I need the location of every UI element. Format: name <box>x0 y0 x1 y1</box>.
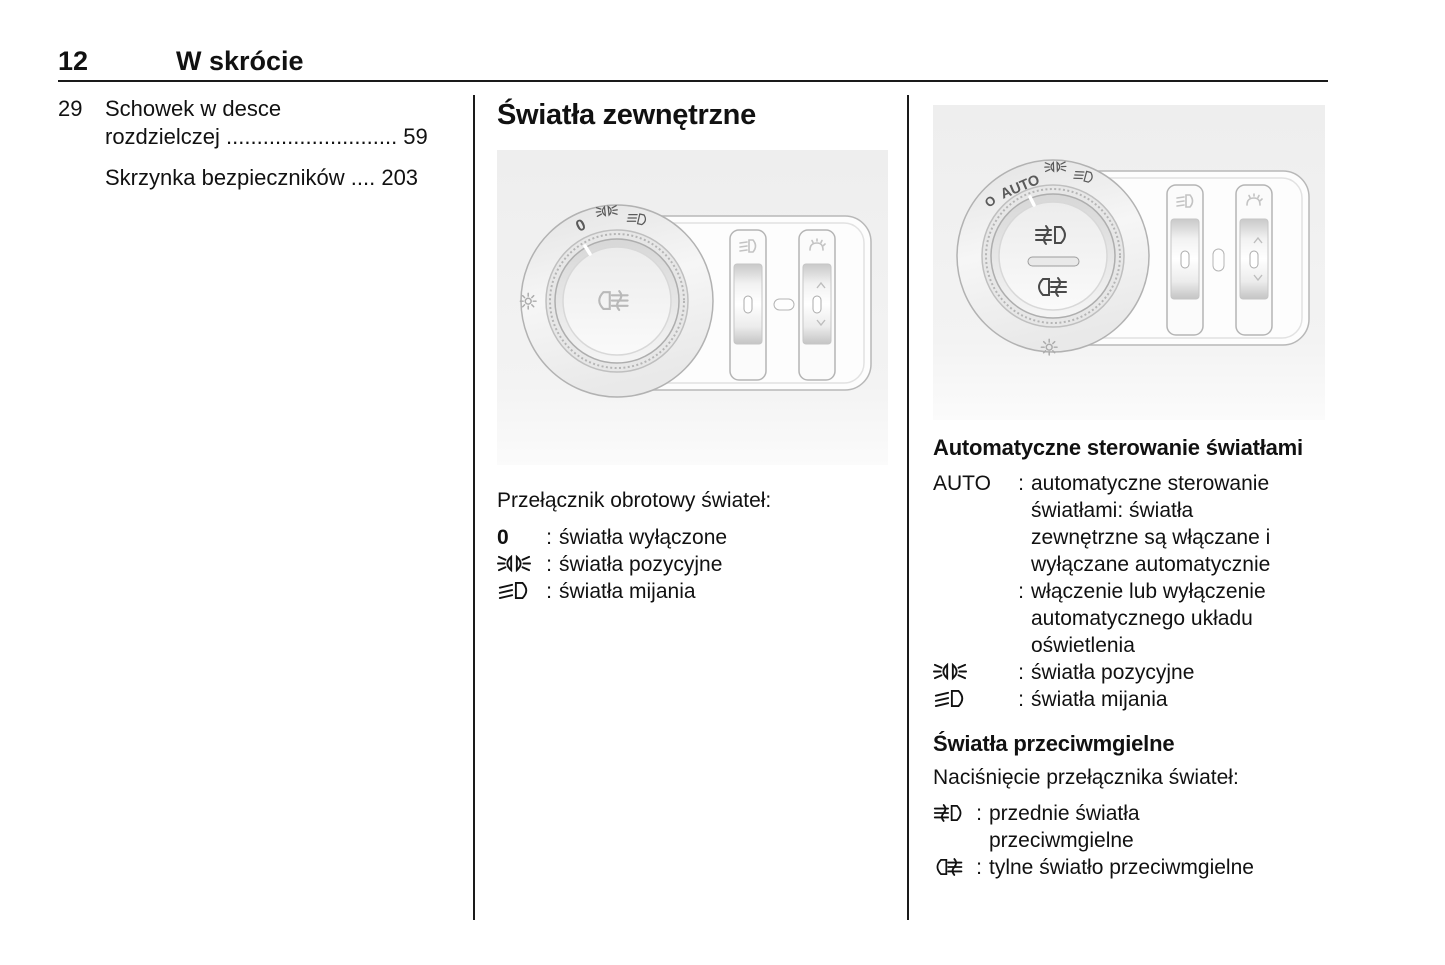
index-entry: Skrzynka bezpieczników .... 203 <box>58 164 450 192</box>
def-term <box>497 578 539 600</box>
rotary-switch-intro: Przełącznik obrotowy świateł: <box>497 489 772 512</box>
def-text: światła mijania <box>559 580 696 603</box>
def-colon: : <box>976 802 982 825</box>
column-divider <box>907 95 909 920</box>
rear-fog-icon <box>936 858 963 876</box>
auto-light-switch-figure: O AUTO <box>933 105 1325 420</box>
parking-lights-icon <box>933 663 967 680</box>
fog-lights-heading: Światła przeciwmgielne <box>933 731 1175 756</box>
low-beam-icon <box>934 690 964 707</box>
column-divider <box>473 95 475 920</box>
illumination-thumbwheel <box>1235 184 1273 336</box>
leveling-thumbwheel <box>1166 184 1204 336</box>
def-term <box>497 551 539 573</box>
page-number: 12 <box>58 46 89 76</box>
def-text: światła pozycyjne <box>1031 661 1195 684</box>
def-row: : światła mijania <box>497 578 888 605</box>
leveling-thumbwheel <box>729 229 767 381</box>
index-entry: 29 Schowek w desce rozdzielczej ........… <box>58 95 450 151</box>
def-term <box>933 686 1011 708</box>
def-term <box>933 800 969 823</box>
exterior-lights-column: Światła zewnętrzne 0 <box>497 95 888 605</box>
fog-lights-definitions: : przednie światła przeciwmgielne : tyln… <box>933 800 1325 881</box>
def-colon: : <box>546 553 552 576</box>
panel-slot <box>773 298 795 311</box>
def-text: przednie światła przeciwmgielne <box>989 802 1140 852</box>
rotary-switch-definitions: 0 : światła wyłączone : światła pozycyjn… <box>497 524 888 605</box>
def-term: AUTO <box>933 472 991 495</box>
entry-text: Skrzynka bezpieczników .... 203 <box>105 165 419 190</box>
knob-indicator-notch <box>1028 195 1036 207</box>
def-row: 0 : światła wyłączone <box>497 524 888 551</box>
def-colon: : <box>1018 580 1024 603</box>
def-colon: : <box>1018 661 1024 684</box>
def-term <box>933 854 969 877</box>
def-term <box>933 659 1011 681</box>
illumination-thumbwheel <box>798 229 836 381</box>
def-row: : światła mijania <box>933 686 1325 713</box>
def-text: automatyczne sterowanie światłami: świat… <box>1031 472 1271 576</box>
knob-push-slot <box>1027 256 1080 267</box>
entry-ref <box>58 164 105 192</box>
panel-slot <box>1212 248 1225 272</box>
parking-lights-icon <box>497 555 531 572</box>
def-text: światła pozycyjne <box>559 553 723 576</box>
front-fog-icon <box>933 804 962 822</box>
def-row: : światła pozycyjne <box>933 659 1325 686</box>
def-row: : włączenie lub wyłączenie automatyczneg… <box>933 578 1325 659</box>
def-row: : przednie światła przeciwmgielne <box>933 800 1325 854</box>
auto-lighting-heading: Automatyczne sterowanie światłami <box>933 435 1303 460</box>
def-text: tylne światło przeciwmgielne <box>989 856 1254 879</box>
def-text: światła mijania <box>1031 688 1168 711</box>
auto-lighting-definitions: AUTO : automatyczne sterowanie światłami… <box>933 470 1325 713</box>
entry-text: Schowek w desce rozdzielczej ...........… <box>105 96 428 149</box>
auto-light-column: O AUTO Autom <box>933 95 1325 881</box>
def-row: AUTO : automatyczne sterowanie światłami… <box>933 470 1325 578</box>
def-row: : światła pozycyjne <box>497 551 888 578</box>
light-switch-figure: 0 <box>497 150 888 465</box>
exterior-lights-heading: Światła zewnętrzne <box>497 99 756 131</box>
def-colon: : <box>976 856 982 879</box>
low-beam-icon <box>498 582 528 599</box>
def-colon: : <box>546 526 552 549</box>
def-term: 0 <box>497 526 509 549</box>
fog-lights-intro: Naciśnięcie przełącznika świateł: <box>933 766 1239 789</box>
def-text: włączenie lub wyłączenie automatycznego … <box>1031 580 1266 657</box>
header-rule <box>58 80 1328 82</box>
def-colon: : <box>1018 472 1024 495</box>
def-colon: : <box>1018 688 1024 711</box>
index-column: 29 Schowek w desce rozdzielczej ........… <box>58 95 450 205</box>
def-row: : tylne światło przeciwmgielne <box>933 854 1325 881</box>
def-text: światła wyłączone <box>559 526 728 549</box>
section-title: W skrócie <box>176 46 304 76</box>
knob-indicator-notch <box>583 244 592 256</box>
entry-ref: 29 <box>58 96 83 121</box>
def-colon: : <box>546 580 552 603</box>
